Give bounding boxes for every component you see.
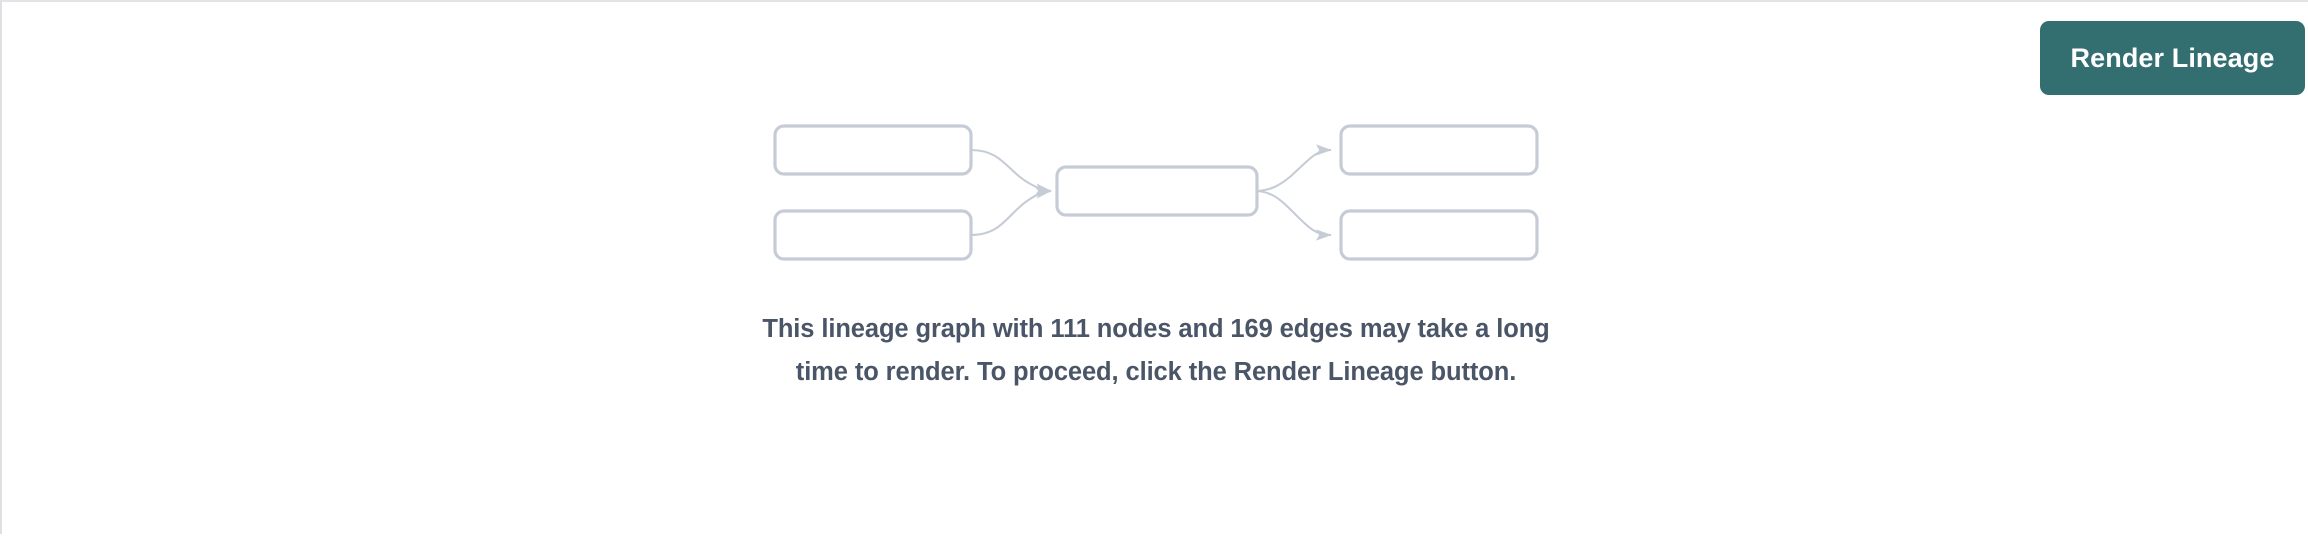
lineage-node-right-top [1339,124,1539,176]
lineage-edge-center-to-right-bottom [1256,189,1332,241]
lineage-node-right-bottom [1339,209,1539,261]
lineage-edge-center-to-right-top [1256,144,1332,193]
lineage-node-center [1055,165,1259,217]
lineage-placeholder-graphic [773,124,1539,261]
lineage-node-left-bottom [773,209,973,261]
lineage-edge-left-bottom-to-center [970,187,1052,237]
render-lineage-button[interactable]: Render Lineage [2040,21,2305,95]
lineage-warning-message: This lineage graph with 111 nodes and 16… [762,315,1550,386]
lineage-node-left-top [773,124,973,176]
lineage-edge-left-top-to-center [970,148,1052,195]
